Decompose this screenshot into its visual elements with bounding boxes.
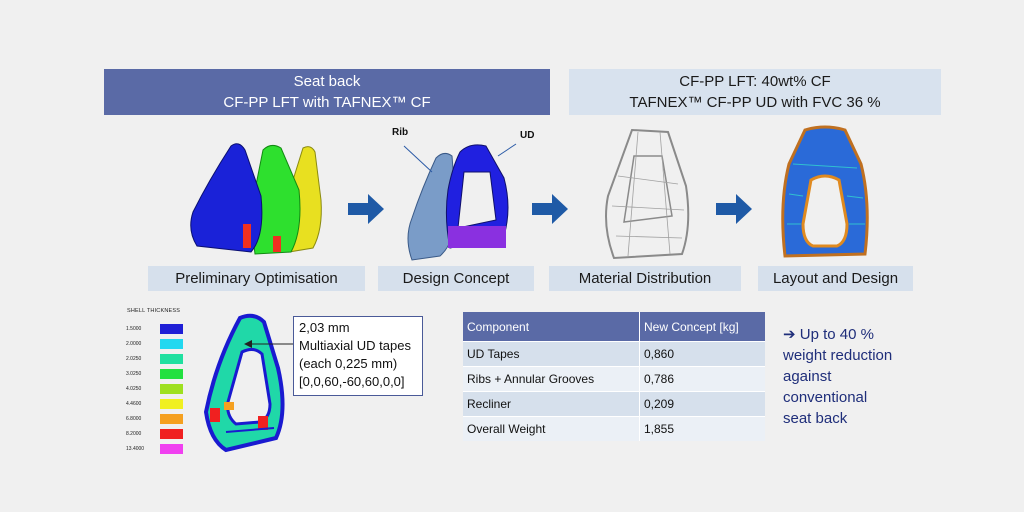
preliminary-optimisation-image	[190, 143, 322, 255]
header-materials: CF-PP LFT: 40wt% CF TAFNEX™ CF-PP UD wit…	[569, 69, 941, 115]
table-row: UD Tapes 0,860	[463, 341, 765, 367]
flow-arrow-2	[532, 194, 568, 224]
legend-value: 3.0250	[126, 371, 142, 377]
table-cell: UD Tapes	[463, 341, 640, 367]
legend-swatch	[160, 414, 183, 424]
legend-value: 2.0000	[126, 341, 142, 347]
table-header-row: Component New Concept [kg]	[463, 312, 765, 342]
table-cell: 0,209	[639, 391, 765, 417]
legend-value: 1.5000	[126, 326, 142, 332]
legend-swatch	[160, 444, 183, 454]
conclusion-line: seat back	[783, 410, 848, 427]
table-cell: 1,855	[639, 416, 765, 441]
table-cell: Ribs + Annular Grooves	[463, 366, 640, 392]
legend-swatch	[160, 384, 183, 394]
conclusion-line: ➔ Up to 40 %	[783, 326, 874, 343]
table-cell: 0,786	[639, 366, 765, 392]
table-row: Recliner 0,209	[463, 391, 765, 417]
header-right-line1: CF-PP LFT: 40wt% CF	[679, 73, 831, 90]
legend-value: 4.4600	[126, 401, 142, 407]
rib-annotation: Rib	[392, 127, 409, 138]
header-seat-back: Seat back CF-PP LFT with TAFNEX™ CF	[104, 69, 550, 115]
callout-line: Multiaxial UD tapes	[299, 338, 411, 353]
legend-swatch	[160, 369, 183, 379]
design-concept-image	[403, 143, 517, 261]
table-row: Ribs + Annular Grooves 0,786	[463, 366, 765, 392]
stage-label-design-concept: Design Concept	[378, 266, 534, 291]
stage-label-preliminary-optimisation: Preliminary Optimisation	[148, 266, 365, 291]
table-cell: 0,860	[639, 341, 765, 367]
table-header-component: Component	[463, 312, 640, 342]
conclusion-line: conventional	[783, 389, 868, 406]
callout-line: (each 0,225 mm)	[299, 356, 398, 371]
legend-value: 13.4000	[126, 446, 145, 452]
legend-swatch	[160, 339, 183, 349]
flow-arrow-1	[348, 194, 384, 224]
flow-arrow-3	[716, 194, 752, 224]
stage-label-layout-and-design: Layout and Design	[758, 266, 913, 291]
table-cell: Recliner	[463, 391, 640, 417]
shell-thickness-seat-image	[203, 313, 285, 453]
header-right-line2: TAFNEX™ CF-PP UD with FVC 36 %	[629, 94, 881, 111]
legend-value: 6.8000	[126, 416, 142, 422]
legend-value: 4.0250	[126, 386, 142, 392]
callout-pointer	[244, 340, 294, 348]
legend-swatch	[160, 399, 183, 409]
callout-line: [0,0,60,-60,60,0,0]	[299, 374, 405, 389]
header-left-line1: Seat back	[293, 73, 361, 90]
weight-table: Component New Concept [kg] UD Tapes 0,86…	[463, 312, 765, 441]
ud-annotation: UD	[520, 130, 535, 141]
callout-line: 2,03 mm	[299, 320, 350, 335]
legend-value: 2.0250	[126, 356, 142, 362]
legend-swatch	[160, 354, 183, 364]
weight-reduction-conclusion: ➔ Up to 40 % weight reduction against co…	[783, 324, 933, 429]
table-cell: Overall Weight	[463, 416, 640, 441]
material-distribution-image	[605, 128, 690, 260]
legend-title: SHELL THICKNESS	[127, 308, 181, 314]
legend-swatch	[160, 429, 183, 439]
ud-tape-callout: 2,03 mm Multiaxial UD tapes (each 0,225 …	[293, 316, 423, 396]
legend-swatch	[160, 324, 183, 334]
layout-and-design-image	[781, 125, 869, 258]
stage-label-material-distribution: Material Distribution	[549, 266, 741, 291]
legend-value: 8.2000	[126, 431, 142, 437]
header-left-line2: CF-PP LFT with TAFNEX™ CF	[223, 94, 431, 111]
conclusion-line: against	[783, 368, 832, 385]
conclusion-line: weight reduction	[783, 347, 893, 364]
table-header-new-concept: New Concept [kg]	[639, 312, 765, 342]
table-row: Overall Weight 1,855	[463, 416, 765, 441]
